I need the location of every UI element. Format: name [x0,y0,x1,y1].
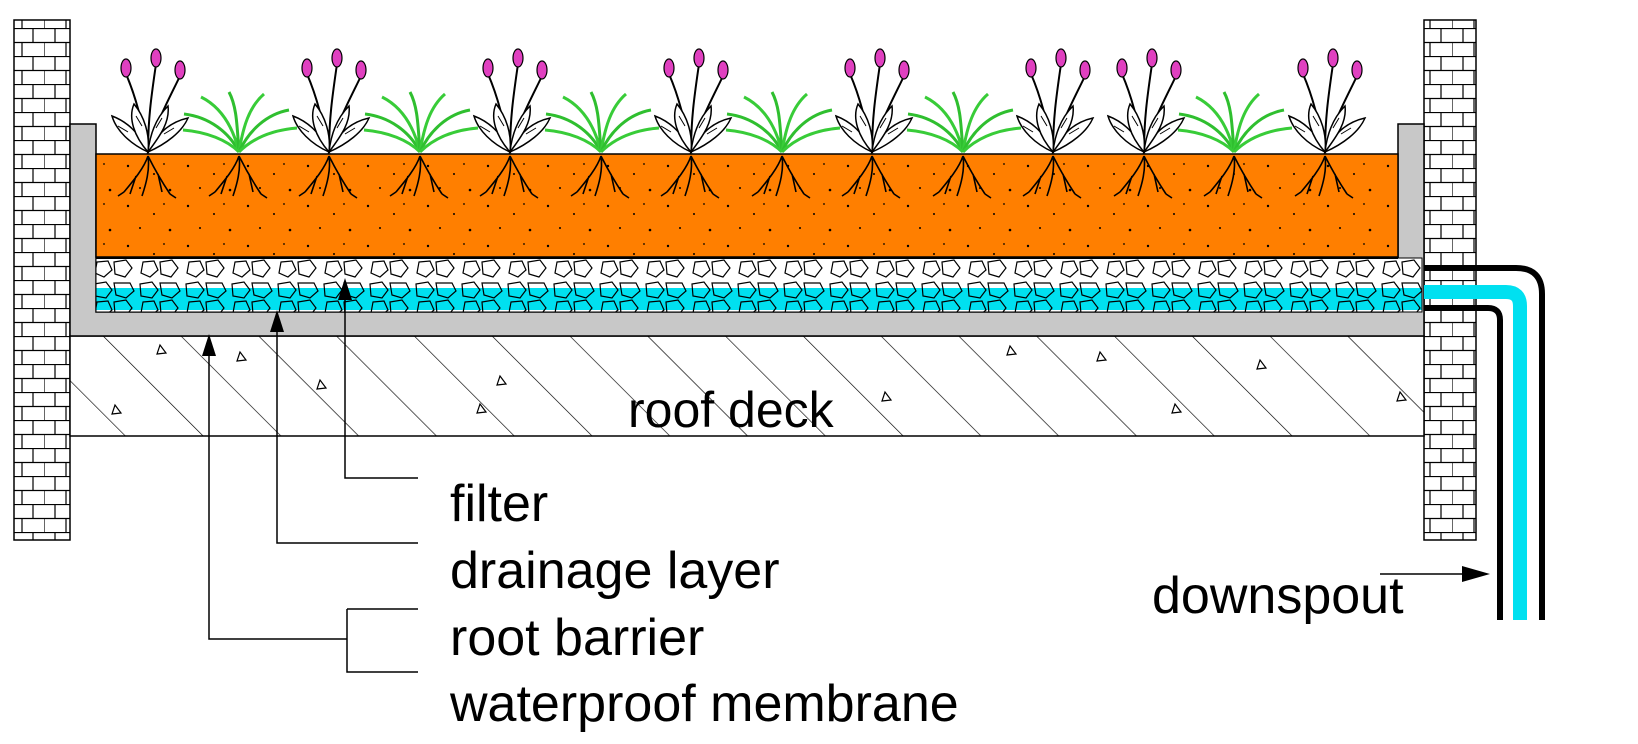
leader-arrowheads [202,278,1490,582]
downspout-label: downspout [1152,567,1404,625]
drainage-layer-label: drainage layer [450,542,780,600]
leader-lines [208,292,1465,673]
drainage-layer [95,257,1423,313]
roof-deck-label: roof deck [628,382,834,438]
waterproof-membrane-label: waterproof membrane [450,675,959,733]
growing-medium [95,153,1399,258]
root-barrier-label: root barrier [450,609,705,667]
right-brick-wall [1423,19,1477,541]
filter-label: filter [450,475,549,533]
downspout-pipe [1424,265,1545,620]
roof-deck-slab [69,335,1425,437]
left-brick-wall [13,19,71,541]
